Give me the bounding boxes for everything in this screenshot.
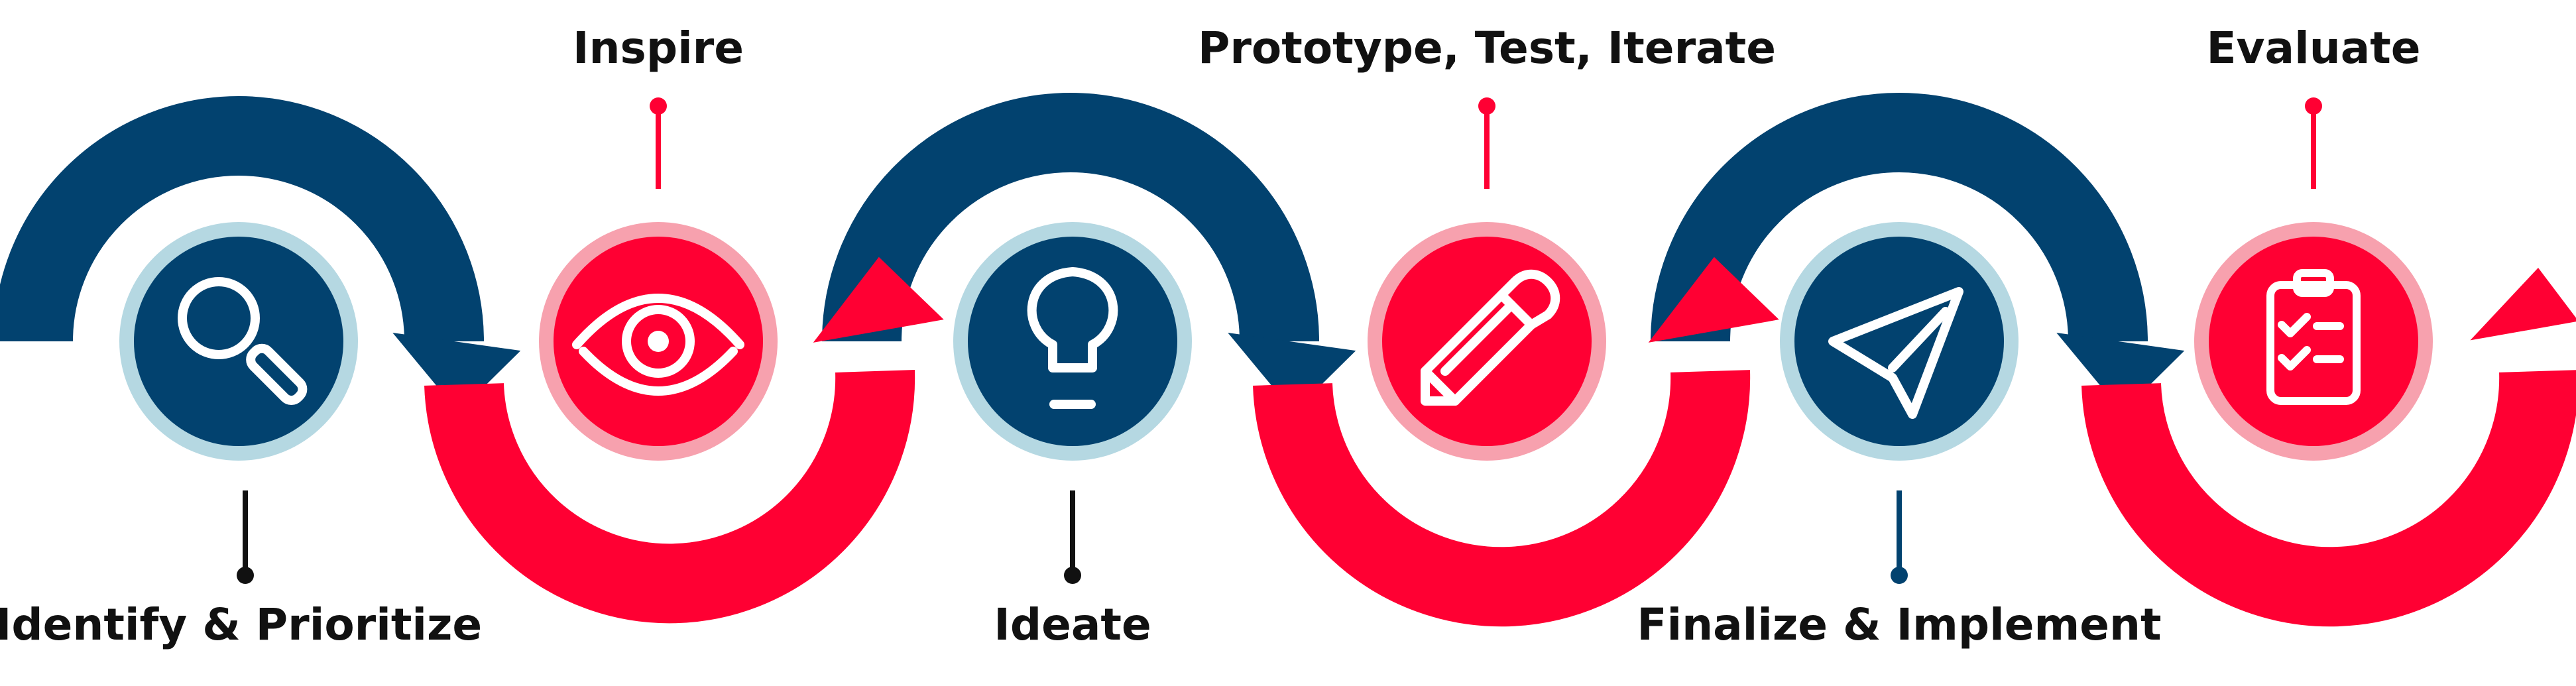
red-arc-3 [2081, 267, 2576, 627]
magnifying-glass-icon [178, 277, 308, 406]
step-label-5: Finalize & Implement [1637, 599, 2162, 650]
lightbulb-icon [1027, 267, 1118, 409]
connector-4 [1478, 97, 1495, 189]
navy-arc-2 [822, 93, 1356, 412]
step-circle-4 [1368, 222, 1606, 461]
step-circle-1 [119, 222, 358, 461]
red-arc-1 [424, 257, 944, 624]
navy-arc-3 [1651, 93, 2185, 412]
navy-arc-1 [0, 96, 521, 412]
connector-5 [1891, 490, 1908, 584]
paper-plane-icon [1828, 287, 1963, 419]
eye-icon [572, 294, 744, 396]
step-circle-6 [2194, 222, 2433, 461]
connector-6 [2305, 97, 2322, 189]
step-circle-3 [953, 222, 1192, 461]
step-circle-5 [1780, 222, 2019, 461]
step-label-4: Prototype, Test, Iterate [1198, 23, 1776, 74]
connector-1 [237, 490, 254, 584]
step-label-2: Inspire [572, 23, 744, 74]
connector-3 [1064, 490, 1081, 584]
clipboard-checklist-icon [2266, 269, 2361, 405]
red-arc-2 [1253, 257, 1779, 627]
step-label-1: Identify & Prioritize [0, 599, 483, 650]
step-label-3: Ideate [994, 599, 1151, 650]
step-label-6: Evaluate [2206, 23, 2421, 74]
connector-2 [650, 97, 667, 189]
pencil-icon [1421, 269, 1560, 406]
